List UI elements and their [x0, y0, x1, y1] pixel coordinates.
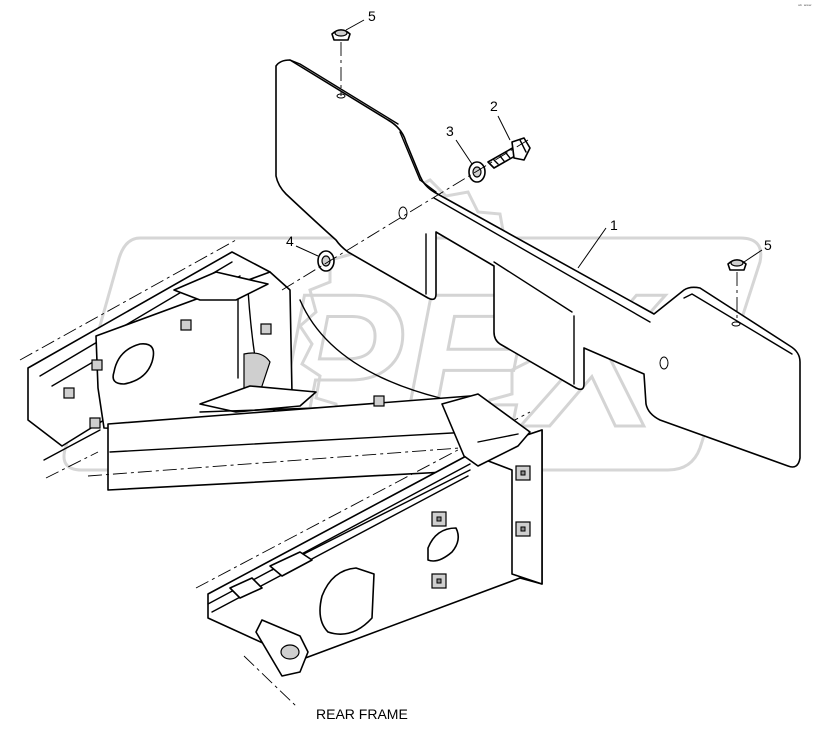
bolt-head: [511, 137, 531, 161]
callout-4: 4: [286, 233, 294, 249]
plug-right: [727, 259, 747, 322]
lifting-hole-right: [731, 321, 741, 327]
rear-frame: [19, 239, 543, 707]
counterweight-hole: [659, 356, 669, 370]
frame-oval-slot: [112, 343, 155, 385]
frame-side-opening: [319, 567, 375, 635]
corner-mark: ᵃᵇ ʷʷʷ: [798, 4, 812, 10]
frame-corner-bracket: [441, 393, 531, 467]
diagram-caption: REAR FRAME: [316, 706, 408, 722]
counterweight-body: [275, 59, 801, 468]
callout-2: 2: [490, 98, 498, 114]
callout-5-right: 5: [764, 237, 772, 253]
washer-4: [317, 250, 335, 272]
callouts: 5 2 3 4 1 5: [286, 8, 772, 269]
washer-3: [468, 161, 486, 183]
bolt-axis-line: [281, 139, 529, 291]
callout-5-top: 5: [368, 8, 376, 24]
frame-small-opening: [427, 527, 460, 562]
callout-3: 3: [446, 123, 454, 139]
counterweight-bolt-hole: [398, 206, 408, 220]
frame-top-flange-left: [173, 271, 269, 301]
callout-1: 1: [610, 217, 618, 233]
plug-top: [331, 29, 351, 96]
counterweight: [275, 59, 801, 468]
bolt: [487, 137, 531, 169]
